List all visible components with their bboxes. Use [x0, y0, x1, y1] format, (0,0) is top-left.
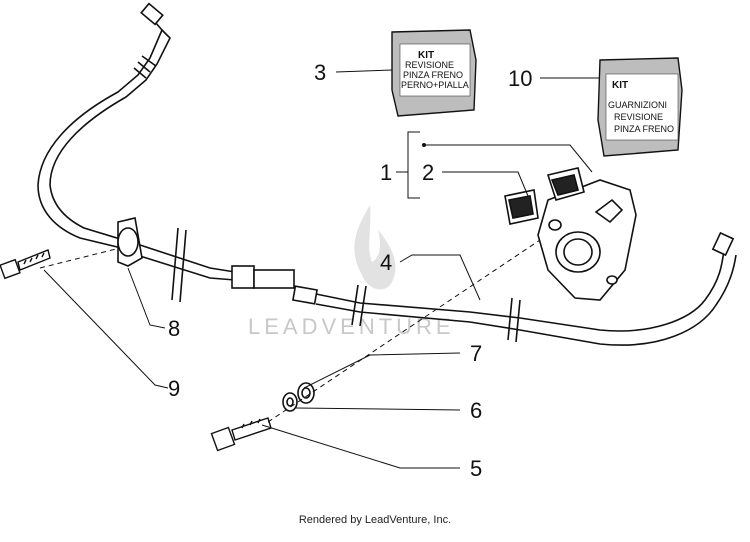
callout-9: 9	[168, 376, 180, 401]
assembly-lines	[39, 239, 541, 423]
hose-clamp	[117, 217, 143, 267]
bolt	[210, 417, 272, 452]
callout-3: 3	[314, 60, 326, 85]
washers	[282, 382, 315, 412]
watermark-text: LEADVENTURE	[248, 314, 455, 339]
kit-bag-10: KIT GUARNIZIONI REVISIONE PINZA FRENO	[597, 57, 683, 157]
callout-5: 5	[470, 456, 482, 481]
kit-3-line-3: PINZA FRENO	[403, 70, 463, 80]
brake-hose	[37, 2, 737, 346]
brake-pads	[504, 167, 585, 225]
kit-10-line-2: GUARNIZIONI	[608, 100, 667, 110]
watermark: LEADVENTURE	[248, 205, 455, 339]
callout-8: 8	[168, 316, 180, 341]
leader-dot	[422, 143, 426, 147]
screw	[0, 249, 51, 280]
kit-bag-3: KIT REVISIONE PINZA FRENO PERNO+PIALLA	[391, 29, 477, 117]
callouts: 3 10 1 2 4 8 9 7 6 5	[168, 60, 532, 481]
brake-caliper	[537, 179, 637, 301]
kit-10-line-3: REVISIONE	[614, 112, 663, 122]
flame-logo-icon	[354, 205, 396, 290]
kit-3-line-2: REVISIONE	[405, 60, 454, 70]
callout-6: 6	[470, 398, 482, 423]
kit-10-line-4: PINZA FRENO	[614, 124, 674, 134]
kit-10-line-1: KIT	[612, 80, 628, 91]
callout-7: 7	[470, 341, 482, 366]
kit-3-line-4: PERNO+PIALLA	[401, 80, 469, 90]
footer-credit: Rendered by LeadVenture, Inc.	[298, 514, 452, 526]
callout-1: 1	[380, 160, 392, 185]
callout-4: 4	[380, 250, 392, 275]
leader-lines	[43, 69, 600, 469]
callout-2: 2	[422, 160, 434, 185]
kit-3-line-1: KIT	[418, 50, 434, 61]
callout-10: 10	[508, 66, 532, 91]
